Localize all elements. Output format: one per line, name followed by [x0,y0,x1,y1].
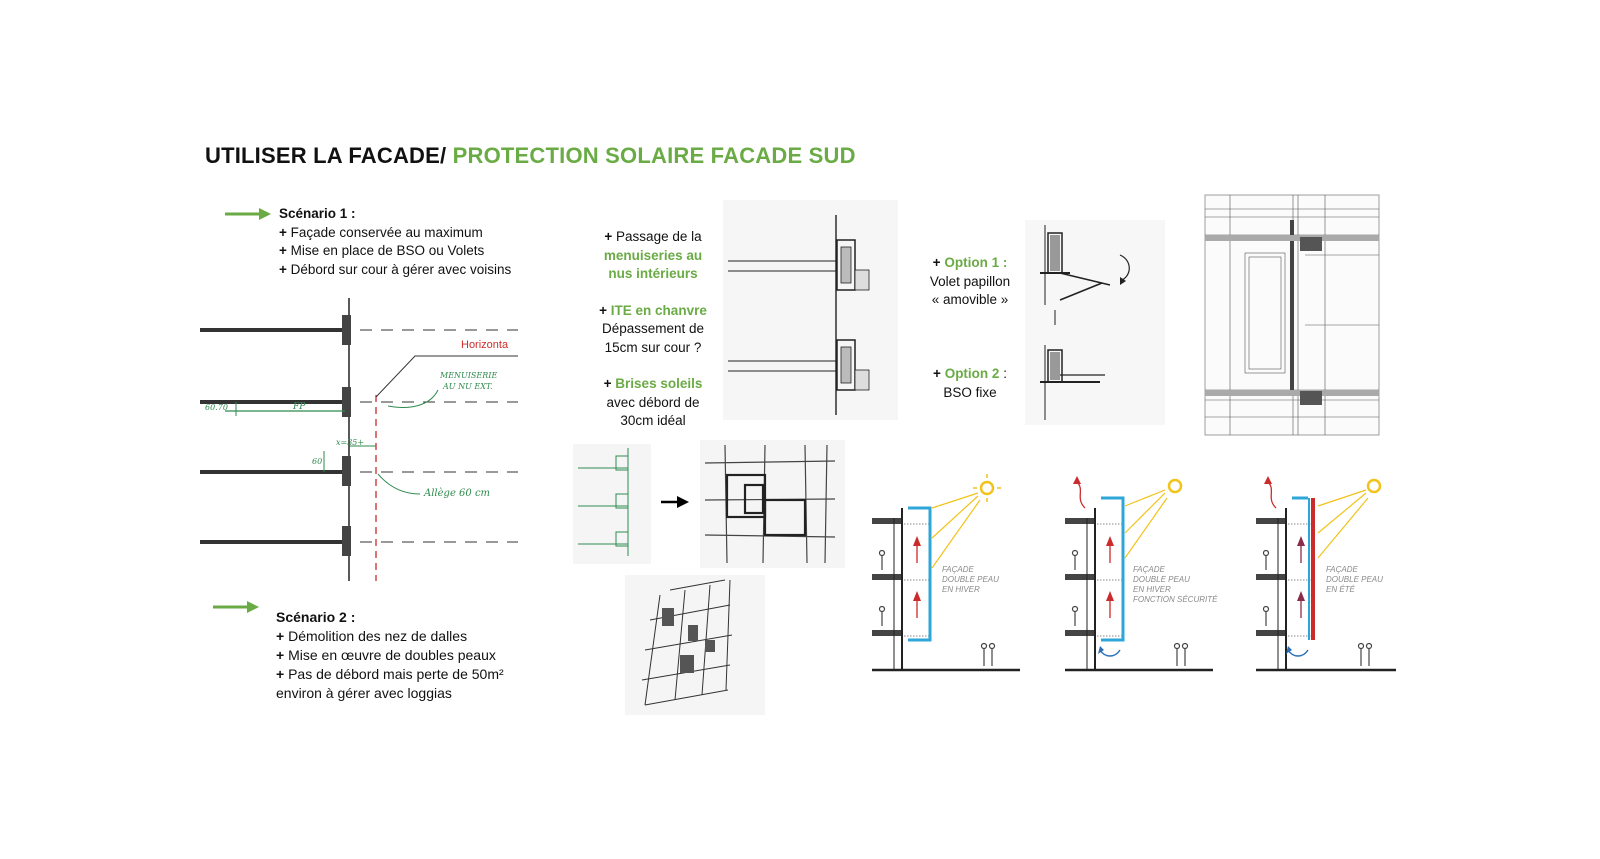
elevation-sketch-green [573,444,651,564]
option1-line1: Volet papillon [929,273,1011,289]
shutter-sketches [1025,220,1165,425]
page-title: UTILISER LA FACADE/ PROTECTION SOLAIRE F… [205,143,856,169]
slab-lines [200,328,343,544]
dsk3-label-3: EN ÉTÉ [1326,585,1356,594]
dsk3-label-2: DOUBLE PEAU [1326,575,1383,584]
scenario2-line-2: + Mise en œuvre de doubles peaux [276,647,496,663]
scenario2-block: Scénario 2 : + Démolition des nez de dal… [276,608,504,703]
scenario2-line-1: + Démolition des nez de dalles [276,628,468,644]
middle-notes: + Passage de la menuiseries au nus intér… [583,228,723,431]
note2-line3: 15cm sur cour ? [604,339,702,355]
menuiserie-note-1: MENUISERIE [439,371,497,380]
dim-60-70: 60.70 [205,403,228,412]
dsk3-label-1: FAÇADE [1326,565,1359,574]
perspective-sketch [625,575,765,715]
scenario1-heading: Scénario 1 : [279,206,356,221]
dim-x35: x=35+ [336,438,364,447]
fp-label: FP [292,402,306,412]
allege-note: Allège 60 cm [423,488,490,499]
technical-section-drawing [1204,194,1380,436]
note2-line1: + ITE en chanvre [599,302,707,318]
note3-line3: 30cm idéal [620,413,686,428]
dsk1-label-1: FAÇADE [942,565,975,574]
double-skin-winter-security-diagram: FAÇADE DOUBLE PEAU EN HIVER FONCTION SÉC… [1065,476,1218,672]
scenario1-block: Scénario 1 : + Façade conservée au maxim… [279,205,511,279]
facade-section-sketch: Horizonta 60.70 FP MENUISERIE AU NU EXT.… [200,298,518,581]
option2-block: + Option 2 : BSO fixe [895,365,1045,402]
title-part2: PROTECTION SOLAIRE FACADE SUD [452,143,856,168]
wall-section-drawing [723,200,898,420]
double-skin-summer-diagram: FAÇADE DOUBLE PEAU EN ÉTÉ [1256,476,1396,672]
note3-line1: + Brises soleils [603,376,703,391]
horizon-label: Horizonta [461,339,509,351]
menuiserie-note-2: AU NU EXT. [442,382,493,391]
option1-line2: « amovible » [931,292,1009,307]
note1-line2: menuiseries au [603,247,703,263]
option1-block: + Option 1 : Volet papillon « amovible » [895,254,1045,310]
note3-line2: avec débord de [606,394,700,410]
scenario1-line-3: + Débord sur cour à gérer avec voisins [279,261,512,277]
dsk1-label-3: EN HIVER [942,585,980,594]
note1-line1: + Passage de la [604,229,702,244]
dsk2-label-4: FONCTION SÉCURITÉ [1133,595,1218,604]
dsk2-label-1: FAÇADE [1133,565,1166,574]
dsk2-label-3: EN HIVER [1133,585,1171,594]
title-part1: UTILISER LA FACADE/ [205,143,447,168]
note2-line2: Dépassement de [601,321,705,336]
scenario2-line-3: + Pas de débord mais perte de 50m² [276,666,504,682]
option1-heading: + Option 1 : [932,255,1008,270]
option2-line1: BSO fixe [943,384,997,400]
double-skin-winter-diagram: FAÇADE DOUBLE PEAU EN HIVER [872,474,1020,672]
green-arrow-icon [213,601,259,613]
dim-60: 60 [312,457,322,466]
option2-heading: + Option 2 : [933,366,1007,381]
dsk1-label-2: DOUBLE PEAU [942,575,999,584]
facade-grid-sketch [700,440,845,568]
dsk2-label-2: DOUBLE PEAU [1133,575,1190,584]
note1-line3: nus intérieurs [608,266,698,281]
scenario1-line-1: + Façade conservée au maximum [279,224,483,240]
green-arrow-icon [225,208,271,220]
scenario1-line-2: + Mise en place de BSO ou Volets [279,243,485,258]
scenario2-line-4: environ à gérer avec loggias [276,685,452,701]
scenario2-heading: Scénario 2 : [276,609,356,625]
arrow-right-icon [661,496,689,508]
